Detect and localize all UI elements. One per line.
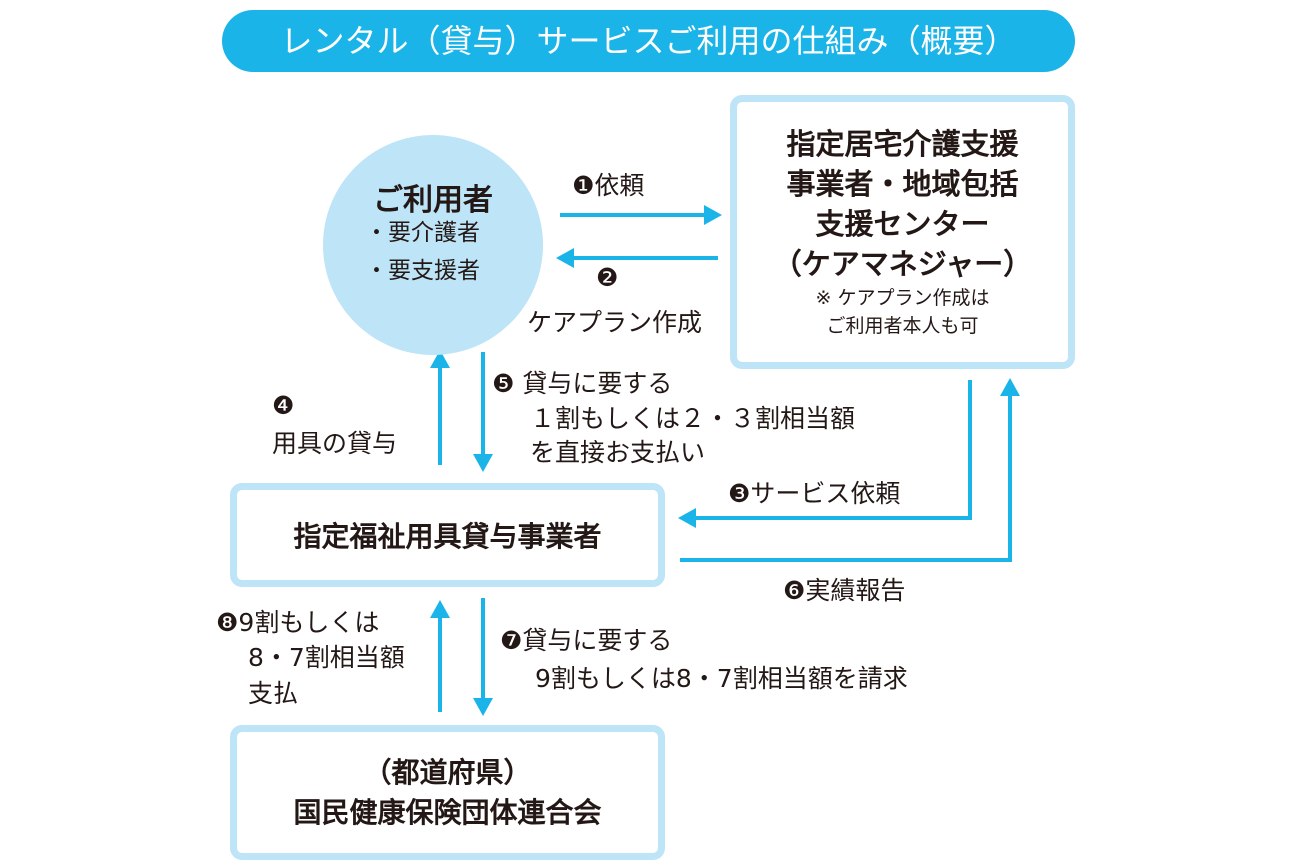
care-manager-note: ※ ケアプラン作成は: [815, 287, 990, 309]
care-manager-line: 事業者・地域包括: [786, 167, 1019, 201]
step-8-label: ❽9割もしくは: [216, 605, 379, 641]
arrow-equipment-rental-head: [430, 350, 450, 368]
step-5-label: ❺ 貸与に要する: [492, 366, 672, 402]
federation-name: 国民健康保険団体連合会: [293, 795, 602, 829]
user-type-support: ・要支援者: [365, 258, 480, 284]
step-text: 9割もしくは: [238, 608, 380, 637]
step-text: 貸与に要する: [522, 369, 673, 398]
step-number: ❽: [216, 608, 239, 637]
step-2-text: ケアプラン作成: [527, 308, 703, 337]
care-manager-note: ご利用者本人も可: [826, 315, 979, 337]
step-3-label: ❸サービス依頼: [728, 476, 900, 512]
rental-provider-label: 指定福祉用具貸与事業者: [293, 520, 602, 553]
step-number: ❶: [572, 171, 595, 200]
step-number: ❺: [492, 369, 515, 398]
step-7-label: ❼貸与に要する: [500, 623, 672, 659]
care-manager-node: 指定居宅介護支援 事業者・地域包括 支援センター （ケアマネジャー） ※ ケアプ…: [730, 95, 1075, 369]
user-node: [323, 135, 543, 355]
diagram-title: レンタル（貸与）サービスご利用の仕組み（概要）: [222, 10, 1075, 72]
arrow-user-payment-head: [473, 454, 493, 472]
arrow-performance-report-head: [1000, 378, 1020, 396]
step-text: サービス依頼: [750, 479, 901, 508]
step-6-label: ❻実績報告: [783, 573, 905, 609]
federation-prefecture: （都道府県）: [363, 755, 532, 789]
step-text: 依頼: [594, 171, 645, 200]
step-number: ❻: [783, 576, 806, 605]
arrow-care-plan-head: [556, 248, 574, 268]
step-2-number: ❷: [596, 263, 619, 292]
step-8-text: 8・7割相当額: [248, 643, 405, 672]
step-text: 貸与に要する: [522, 626, 673, 655]
arrow-service-request: [690, 380, 972, 520]
care-manager-line: 指定居宅介護支援: [786, 127, 1019, 161]
step-1-label: ❶依頼: [572, 168, 644, 204]
step-5-text: を直接お支払い: [530, 438, 706, 467]
step-number: ❸: [728, 479, 751, 508]
arrow-federation-payment-head: [430, 600, 450, 618]
arrow-service-request-head: [678, 508, 696, 528]
user-heading: ご利用者: [373, 183, 493, 218]
step-number: ❼: [500, 626, 523, 655]
arrow-billing-head: [473, 698, 493, 716]
arrow-request-head: [704, 205, 722, 225]
care-manager-line: （ケアマネジャー）: [772, 247, 1033, 281]
step-4-text: 用具の貸与: [272, 429, 398, 458]
step-5-text: １割もしくは２・３割相当額: [530, 404, 856, 433]
care-manager-line: 支援センター: [815, 207, 990, 241]
user-type-care: ・要介護者: [365, 220, 480, 246]
step-7-text: 9割もしくは8・7割相当額を請求: [535, 664, 908, 693]
arrow-performance-report: [680, 390, 1012, 562]
federation-node: （都道府県） 国民健康保険団体連合会: [230, 725, 665, 860]
step-8-text: 支払: [248, 679, 299, 708]
step-text: 実績報告: [805, 576, 906, 605]
step-4-number: ❹: [272, 391, 295, 420]
rental-provider-node: 指定福祉用具貸与事業者: [230, 483, 665, 587]
